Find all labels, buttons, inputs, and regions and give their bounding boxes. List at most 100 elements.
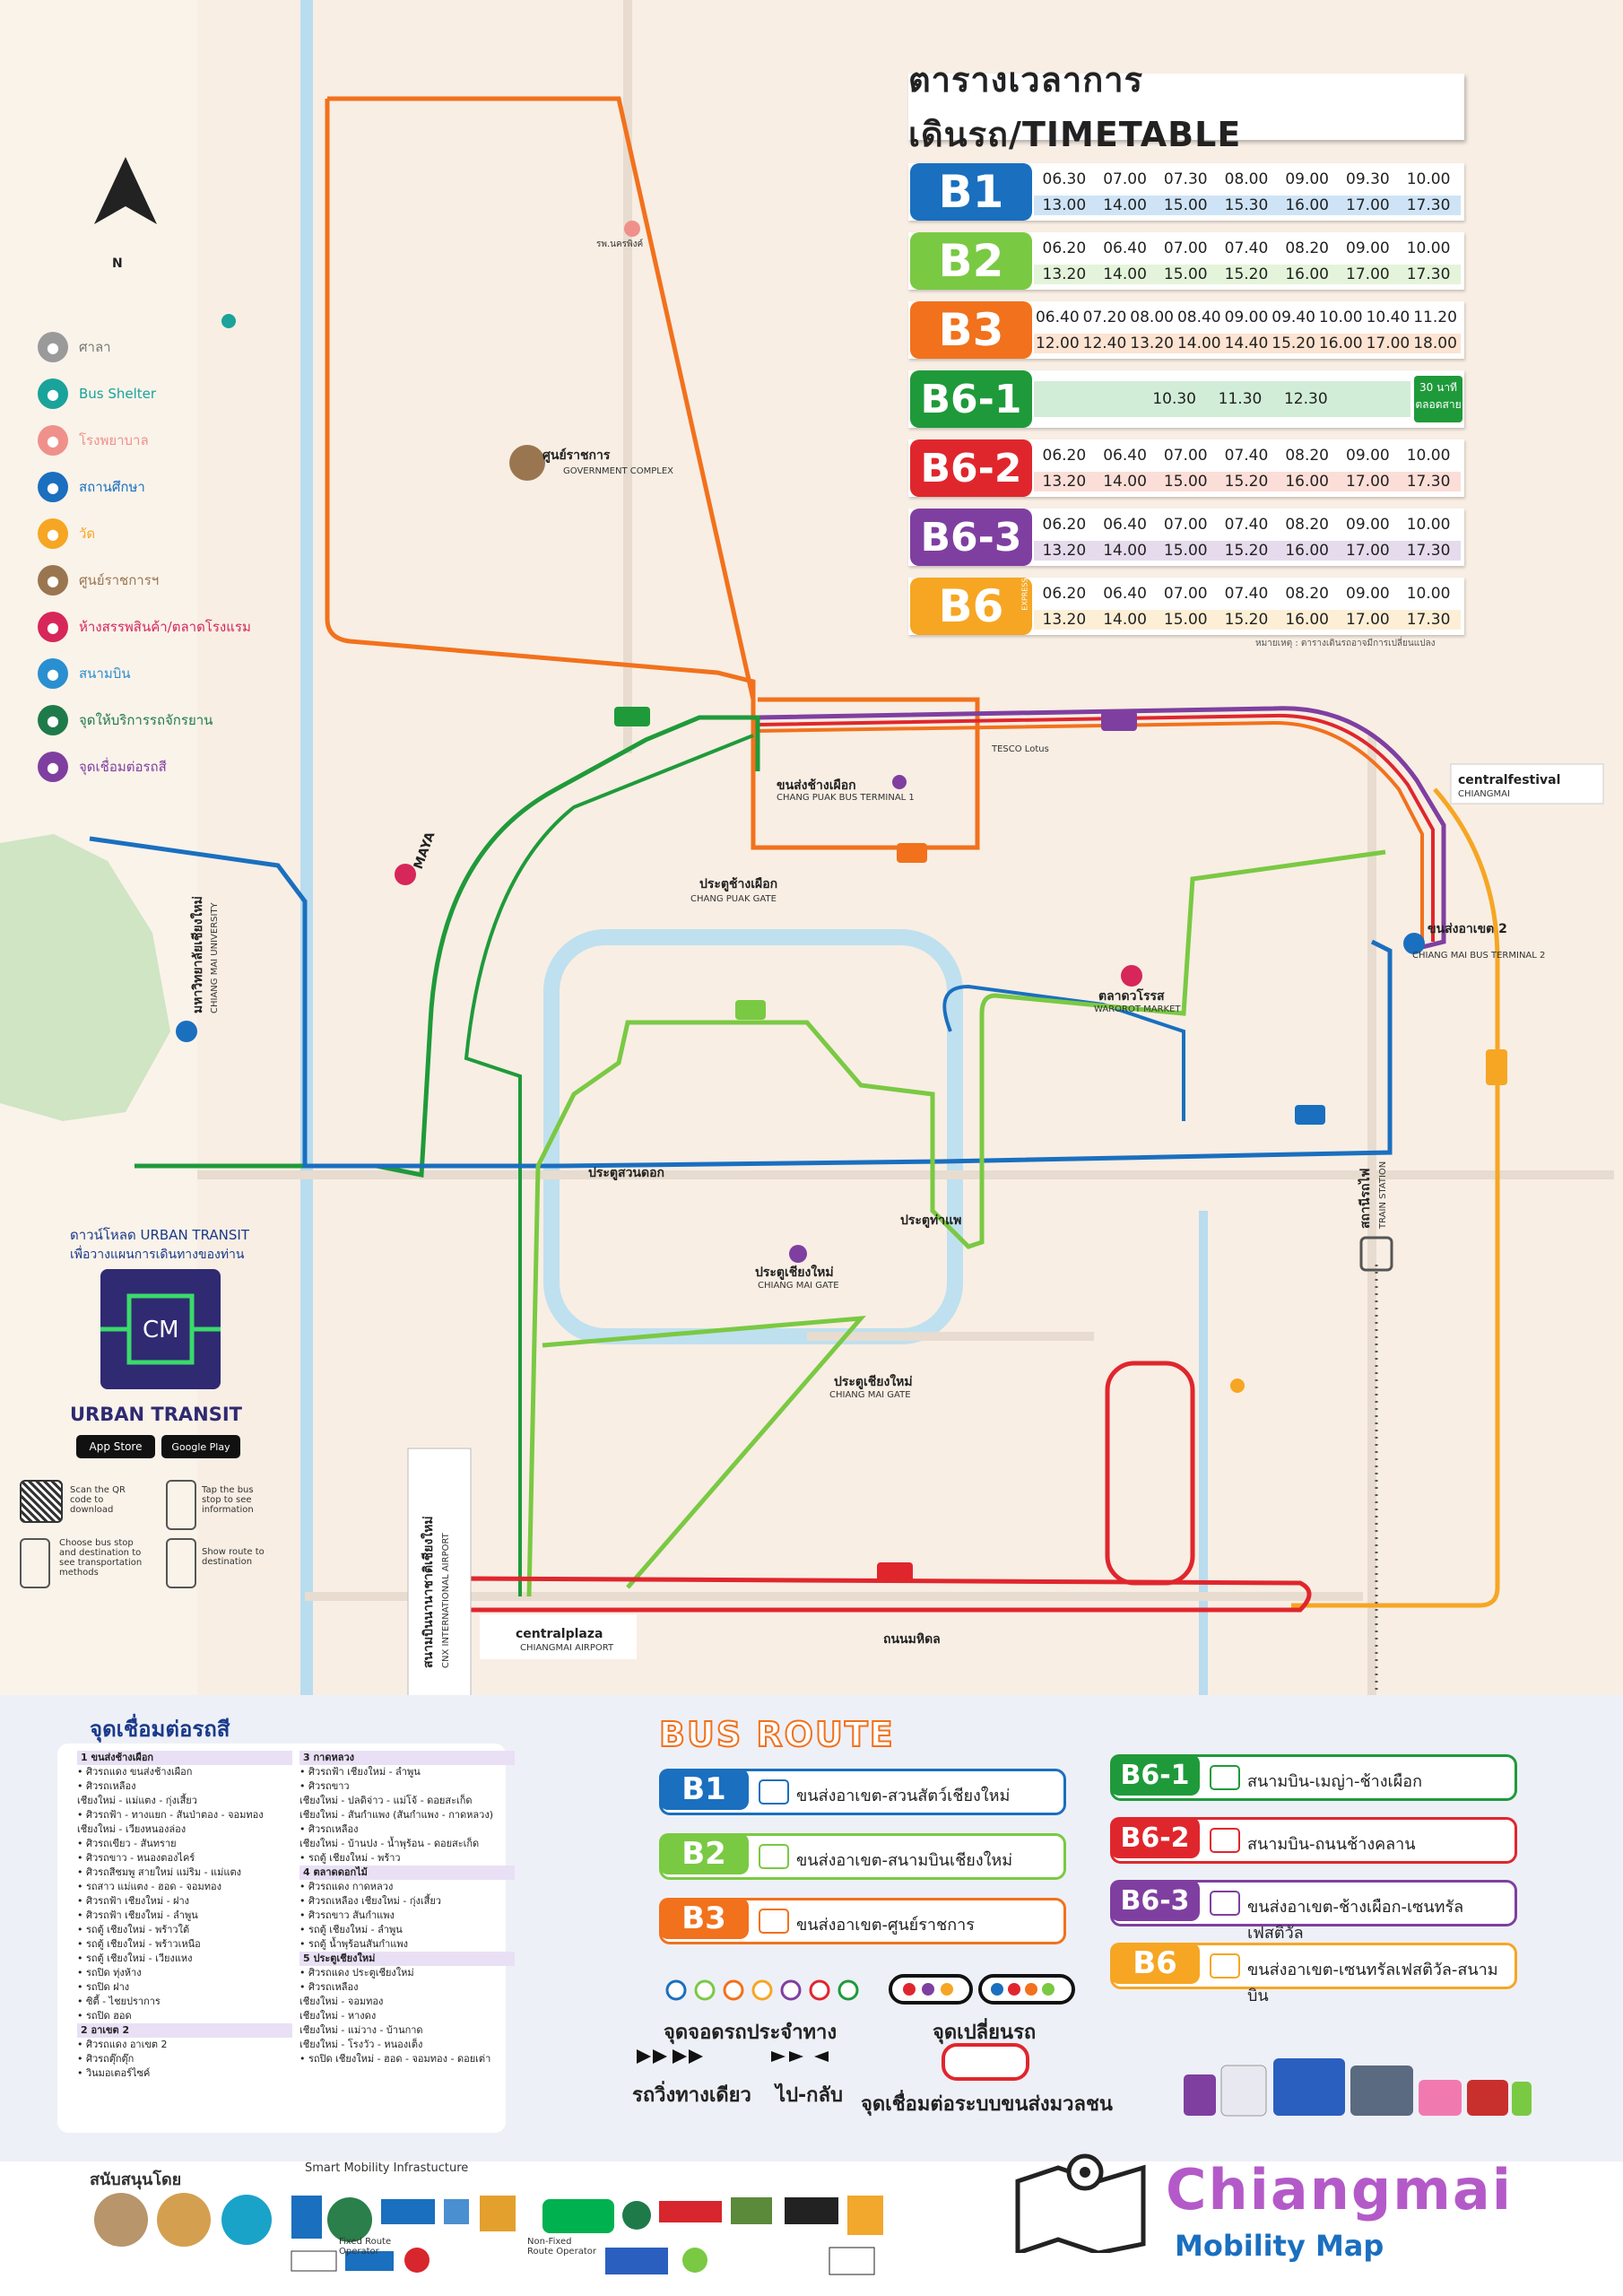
route-description: ขนส่งอาเขต-ช้างเผือก-เซนทรัลเฟสติวัล bbox=[1247, 1898, 1464, 1943]
route-badge: B1 bbox=[910, 163, 1032, 221]
departure-time: 18.00 bbox=[1413, 335, 1457, 352]
warorot-label: ตลาดวโรรส bbox=[1098, 987, 1165, 1004]
route-badge: B6-2 bbox=[910, 439, 1032, 497]
temple-icon[interactable] bbox=[1230, 1378, 1245, 1393]
connection-icon[interactable] bbox=[892, 775, 907, 789]
timetable-note: 30 นาที ตลอดสาย bbox=[1414, 376, 1462, 422]
government-icon[interactable] bbox=[509, 445, 545, 481]
bus-station-icon[interactable] bbox=[1403, 933, 1425, 954]
app-store-button[interactable]: App Store bbox=[76, 1435, 155, 1458]
departure-time: 09.00 bbox=[1224, 309, 1269, 326]
departure-time: 17.00 bbox=[1346, 265, 1390, 283]
round-trip-arrows-icon bbox=[771, 2048, 834, 2066]
step2-text: Tap the bus stop to see information bbox=[202, 1485, 254, 1515]
google-play-button[interactable]: Google Play bbox=[161, 1435, 240, 1458]
thapae-label: ประตูท่าแพ bbox=[900, 1213, 961, 1228]
departure-time: 08.20 bbox=[1285, 585, 1329, 603]
departure-time: 07.00 bbox=[1163, 239, 1208, 257]
stop-circle-icon bbox=[809, 1979, 830, 2001]
departure-time: 14.00 bbox=[1103, 473, 1147, 491]
connection-item: • ศิวรถแดง ขนส่งช้างเผือก bbox=[77, 1766, 193, 1778]
departure-time: 11.30 bbox=[1218, 390, 1263, 408]
legend-label: ห้างสรรพสินค้า/ตลาดโรงแรม bbox=[79, 619, 251, 635]
legend-label: วัด bbox=[79, 526, 96, 542]
stop-circle-icon bbox=[694, 1979, 716, 2001]
connection-item: • รถตู้ เชียงใหม่ - เวียงแหง bbox=[77, 1952, 193, 1964]
departure-time: 09.00 bbox=[1346, 516, 1390, 534]
route-badge: B2 bbox=[659, 1833, 749, 1874]
connections-col-2: 3 กาดหลวง• ศิวรถฟ้า เชียงใหม่ - ลำพูน• ศ… bbox=[299, 1751, 515, 2066]
connection-heading: 3 กาดหลวง bbox=[299, 1751, 515, 1765]
route-badge: B6 bbox=[1110, 1943, 1200, 1984]
terminal2-label: ขนส่งอาเขต 2 bbox=[1428, 922, 1507, 936]
timetable-band bbox=[1034, 610, 1461, 630]
legend-label: โรงพยาบาล bbox=[79, 432, 149, 448]
urban-transit-logo-icon: CM bbox=[100, 1269, 221, 1389]
departure-time: 09.00 bbox=[1346, 447, 1390, 465]
departure-time: 17.30 bbox=[1406, 473, 1451, 491]
connections-col-1: 1 ขนส่งช้างเผือก• ศิวรถแดง ขนส่งช้างเผือ… bbox=[77, 1751, 292, 2081]
route-b6-1-line bbox=[135, 715, 760, 1178]
temple-icon: ● bbox=[38, 518, 68, 549]
departure-time: 15.20 bbox=[1271, 335, 1315, 352]
departure-time: 12.00 bbox=[1035, 335, 1080, 352]
transfer-symbol-label: จุดเปลี่ยนรถ bbox=[933, 2022, 1037, 2044]
departure-time: 17.00 bbox=[1346, 196, 1390, 214]
stop-circle-icon bbox=[723, 1979, 744, 2001]
legend-label: สนามบิน bbox=[79, 665, 131, 682]
connection-heading: 4 ตลาดดอกไม้ bbox=[299, 1866, 515, 1880]
timetable-footnote: หมายเหตุ : ตารางเดินรถอาจมีการเปลี่ยนแปล… bbox=[1255, 639, 1436, 648]
central-festival-city: CHIANGMAI bbox=[1458, 789, 1510, 799]
hospital-icon[interactable] bbox=[624, 221, 640, 237]
canal bbox=[300, 0, 313, 1695]
departure-time: 15.20 bbox=[1224, 611, 1269, 629]
route-description: ขนส่งอาเขต-สวนสัตว์เชียงใหม่ bbox=[796, 1787, 1011, 1805]
school-icon[interactable] bbox=[176, 1021, 197, 1042]
connection-item: เชียงใหม่ - บ้านปง - น้ำพุร้อน - ดอยสะเก… bbox=[299, 1838, 480, 1849]
departure-time: 17.30 bbox=[1406, 611, 1451, 629]
connection-item: • ศิวรถฟ้า เชียงใหม่ - ลำพูน bbox=[77, 1909, 198, 1921]
shopping-icon[interactable] bbox=[395, 864, 416, 885]
central-plaza-label: centralplaza bbox=[516, 1627, 603, 1641]
bus-icon bbox=[759, 1779, 789, 1805]
departure-time: 08.20 bbox=[1285, 447, 1329, 465]
bus-shelter-icon[interactable] bbox=[221, 314, 236, 328]
connection-icon[interactable] bbox=[789, 1245, 807, 1263]
connection-item: • ศิวรถแดง กาดหลวง bbox=[299, 1881, 394, 1892]
connection-item: เชียงใหม่ - แม่วาง - บ้านกาด bbox=[299, 2024, 423, 2036]
one-way-label: รถวิ่งทางเดียว bbox=[632, 2084, 751, 2107]
terminal1-label: ขนส่งช้างเผือก bbox=[777, 778, 856, 793]
train-station-en-label: TRAIN STATION bbox=[1378, 1161, 1388, 1230]
connection-item: • รถปิด ฮอด bbox=[77, 2010, 132, 2022]
qr-code-icon[interactable] bbox=[20, 1480, 63, 1523]
connection-heading: 1 ขนส่งช้างเผือก bbox=[77, 1751, 292, 1765]
route-card-b2[interactable]: B2 ขนส่งอาเขต-สนามบินเชียงใหม่ bbox=[659, 1833, 1066, 1880]
legend-label: จุดให้บริการรถจักรยาน bbox=[79, 712, 213, 728]
departure-time: 16.00 bbox=[1285, 611, 1329, 629]
cmu-label: มหาวิทยาลัยเชียงใหม่ bbox=[189, 896, 205, 1013]
mahidol-road-label: ถนนมหิดล bbox=[883, 1632, 941, 1647]
connection-icon: ● bbox=[38, 752, 68, 782]
departure-time: 09.00 bbox=[1346, 585, 1390, 603]
cm-gate-en-label: CHIANG MAI GATE bbox=[758, 1281, 839, 1291]
route-card-b6-3[interactable]: B6-3 ขนส่งอาเขต-ช้างเผือก-เซนทรัลเฟสติวัล bbox=[1110, 1880, 1517, 1943]
departure-time: 09.30 bbox=[1346, 170, 1390, 188]
departure-time: 06.30 bbox=[1042, 170, 1087, 188]
transfer-symbols bbox=[888, 1973, 1076, 2005]
school-icon: ● bbox=[38, 472, 68, 502]
shopping-icon[interactable] bbox=[1121, 965, 1142, 987]
connection-item: • รถปิด ฝาง bbox=[77, 1981, 130, 1993]
route-badge: B6-3 bbox=[1110, 1880, 1200, 1921]
legend-item: ●สถานศึกษา bbox=[38, 472, 145, 502]
route-description: ขนส่งอาเขต-สนามบินเชียงใหม่ bbox=[796, 1851, 1013, 1870]
timetable-band bbox=[1034, 381, 1410, 417]
